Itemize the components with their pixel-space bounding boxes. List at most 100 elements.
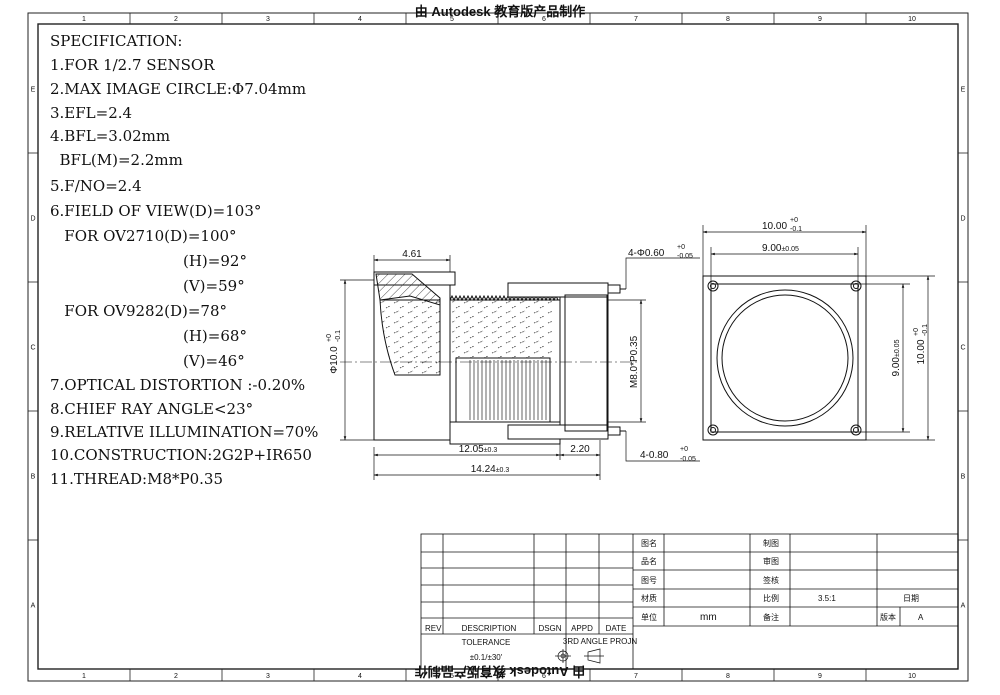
spec-line: 9.RELATIVE ILLUMINATION=70% bbox=[50, 423, 318, 441]
projection-label: 3RD ANGLE PROJN bbox=[563, 637, 637, 646]
zone-column-label: 10 bbox=[908, 673, 916, 680]
zone-column-label: 2 bbox=[174, 673, 178, 680]
appd-header: APPD bbox=[571, 624, 593, 633]
zone-column-label: 6 bbox=[542, 16, 546, 23]
zone-column-label: 5 bbox=[450, 673, 454, 680]
projection-symbol-icon bbox=[555, 648, 604, 664]
svg-text:-0.05: -0.05 bbox=[680, 456, 696, 463]
watermark-top: 由 Autodesk 教育版产品制作 bbox=[415, 4, 585, 19]
version-value: A bbox=[918, 613, 924, 622]
field-unit: 单位 bbox=[641, 612, 657, 622]
zone-column-label: 7 bbox=[634, 16, 638, 23]
dim-pin-diameter: 4-0.80 +0 -0.05 bbox=[640, 446, 696, 463]
svg-text:+0: +0 bbox=[677, 244, 685, 251]
dim-outer-diameter-tol-lo: -0.1 bbox=[335, 330, 342, 342]
zone-row-label: B bbox=[961, 474, 966, 481]
zone-row-label: D bbox=[960, 216, 965, 223]
date-header: DATE bbox=[606, 624, 627, 633]
spec-line: (V)=46° bbox=[183, 352, 245, 370]
field-version: 版本 bbox=[880, 612, 896, 622]
field-remarks: 备注 bbox=[763, 612, 779, 622]
spec-line: 10.CONSTRUCTION:2G2P+IR650 bbox=[50, 446, 312, 464]
zone-column-label: 5 bbox=[450, 16, 454, 23]
svg-text:-0.1: -0.1 bbox=[922, 324, 929, 336]
dim-outer-diameter-tol-hi: +0 bbox=[326, 334, 333, 342]
field-date: 日期 bbox=[903, 594, 919, 603]
spec-line: 6.FIELD OF VIEW(D)=103° bbox=[50, 202, 261, 220]
svg-text:+0: +0 bbox=[913, 328, 920, 336]
field-checked: 审图 bbox=[763, 556, 779, 566]
specification-block: SPECIFICATION: 1.FOR 1/2.7 SENSOR 2.MAX … bbox=[50, 32, 318, 488]
zone-row-label: A bbox=[31, 603, 36, 610]
spec-line: 2.MAX IMAGE CIRCLE:Φ7.04mm bbox=[50, 80, 306, 98]
spec-line: BFL(M)=2.2mm bbox=[50, 151, 183, 169]
zone-column-label: 8 bbox=[726, 16, 730, 23]
description-header: DESCRIPTION bbox=[462, 624, 517, 633]
dim-front-length: 4.61 bbox=[402, 249, 422, 260]
zone-column-label: 3 bbox=[266, 16, 270, 23]
svg-text:+0: +0 bbox=[680, 446, 688, 453]
field-drawn: 制图 bbox=[763, 538, 779, 548]
field-part-name: 品名 bbox=[641, 556, 657, 566]
svg-text:+0: +0 bbox=[790, 217, 798, 224]
zone-column-label: 7 bbox=[634, 673, 638, 680]
spec-line: FOR OV9282(D)=78° bbox=[50, 302, 227, 320]
zone-row-label: C bbox=[30, 345, 35, 352]
front-view-dimensions bbox=[702, 225, 935, 441]
zone-column-label: 4 bbox=[358, 16, 362, 23]
dim-inner-width: 9.00±0.05 bbox=[762, 243, 799, 254]
zone-row-label: D bbox=[30, 216, 35, 223]
svg-text:-0.1: -0.1 bbox=[790, 226, 802, 233]
dim-total-length: 14.24±0.3 bbox=[471, 464, 510, 475]
spec-line: (V)=59° bbox=[183, 277, 245, 295]
dim-inner-height: 9.00±0.05 bbox=[891, 339, 902, 376]
spec-line: 3.EFL=2.4 bbox=[50, 104, 132, 122]
zone-column-label: 4 bbox=[358, 673, 362, 680]
lens-side-view bbox=[340, 271, 640, 445]
dsgn-header: DSGN bbox=[538, 624, 561, 633]
field-drawing-no: 图号 bbox=[641, 576, 657, 585]
zone-column-label: 10 bbox=[908, 16, 916, 23]
rev-header: REV bbox=[425, 624, 442, 633]
zone-column-label: 1 bbox=[82, 16, 86, 23]
field-scale: 比例 bbox=[763, 593, 779, 603]
zone-column-label: 6 bbox=[542, 673, 546, 680]
dim-thread: M8.0*P0.35 bbox=[629, 335, 640, 388]
field-approved: 签核 bbox=[763, 575, 779, 585]
title-block bbox=[420, 533, 959, 670]
zone-column-label: 2 bbox=[174, 16, 178, 23]
spec-line: 5.F/NO=2.4 bbox=[50, 177, 142, 195]
svg-text:4-Φ0.60: 4-Φ0.60 bbox=[628, 248, 665, 259]
zone-row-label: A bbox=[961, 603, 966, 610]
spec-title: SPECIFICATION: bbox=[50, 32, 182, 50]
svg-text:10.00: 10.00 bbox=[762, 221, 787, 232]
zone-row-label: E bbox=[961, 87, 966, 94]
spec-line: 11.THREAD:M8*P0.35 bbox=[50, 470, 223, 488]
zone-column-label: 9 bbox=[818, 16, 822, 23]
dim-outer-width: 10.00 +0 -0.1 bbox=[762, 217, 802, 233]
side-view-dimensions bbox=[340, 255, 700, 480]
spec-line: 7.OPTICAL DISTORTION :-0.20% bbox=[50, 376, 305, 394]
svg-text:-0.05: -0.05 bbox=[677, 253, 693, 260]
zone-row-label: B bbox=[31, 474, 36, 481]
zone-row-label: E bbox=[31, 87, 36, 94]
field-drawing-name: 图名 bbox=[641, 538, 657, 548]
zone-column-label: 8 bbox=[726, 673, 730, 680]
unit-value: mm bbox=[700, 612, 717, 623]
spec-line: (H)=68° bbox=[183, 327, 247, 345]
dim-barrel-length: 12.05±0.3 bbox=[459, 444, 498, 455]
spec-line: (H)=92° bbox=[183, 252, 247, 270]
zone-column-label: 3 bbox=[266, 673, 270, 680]
tolerance-value: ±0.1/±30' bbox=[470, 653, 503, 662]
dim-outer-diameter: Φ10.0 bbox=[329, 346, 340, 374]
field-material: 材质 bbox=[641, 593, 657, 603]
spec-line: 8.CHIEF RAY ANGLE<23° bbox=[50, 400, 253, 418]
spec-line: 1.FOR 1/2.7 SENSOR bbox=[50, 56, 215, 74]
zone-column-label: 9 bbox=[818, 673, 822, 680]
scale-value: 3.5:1 bbox=[818, 594, 836, 603]
dim-pin-holes: 4-Φ0.60 +0 -0.05 bbox=[628, 244, 693, 260]
spec-line: 4.BFL=3.02mm bbox=[50, 127, 170, 145]
